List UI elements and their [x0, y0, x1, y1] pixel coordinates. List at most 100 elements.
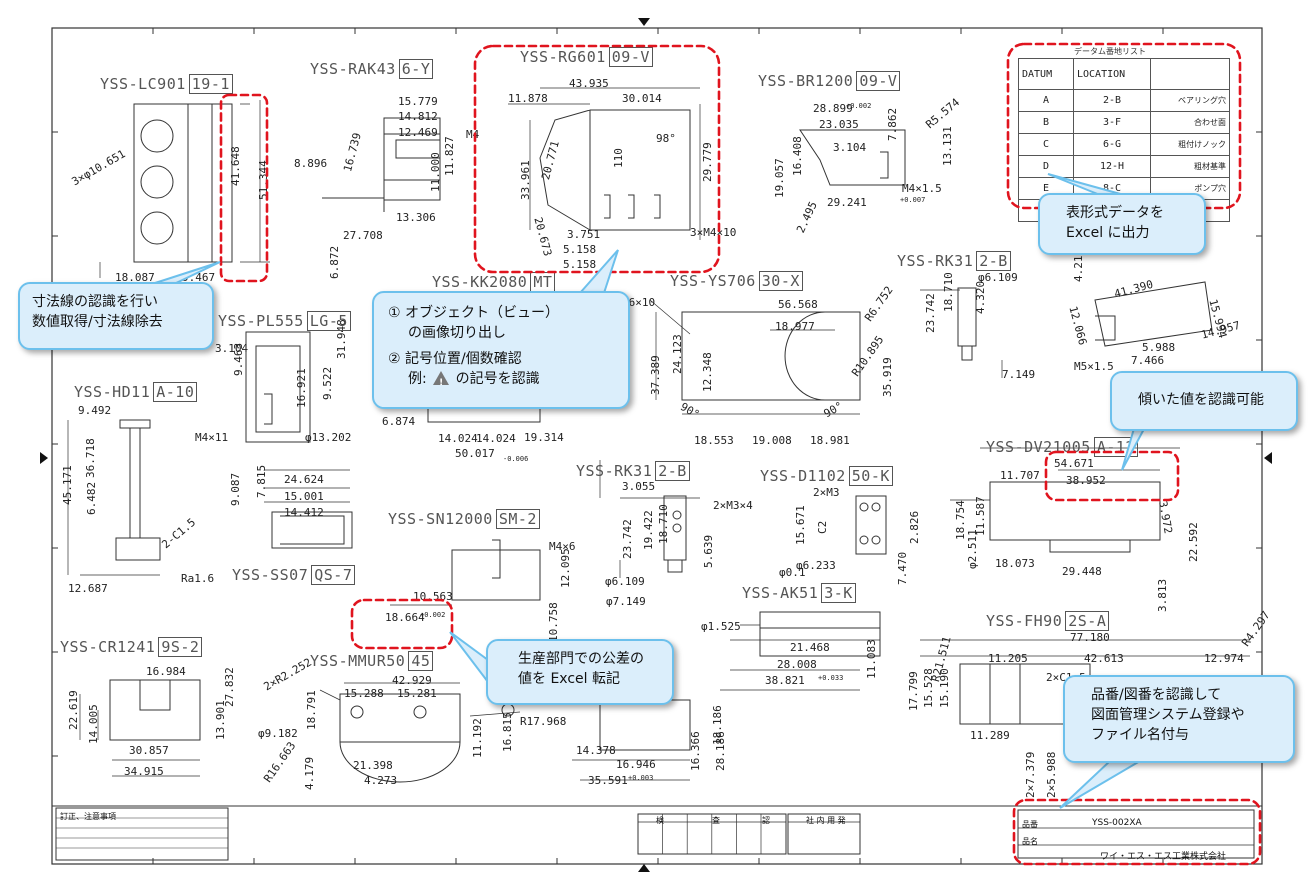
dimension-value: 3.104 — [833, 141, 867, 154]
callout-line: 例: の記号を認識 — [388, 369, 614, 393]
tolerance-value: +0.003 — [628, 774, 654, 782]
title-block-part-no: YSS-002XA — [1092, 818, 1142, 828]
hole — [413, 705, 427, 719]
dimension-value: 3.751 — [567, 228, 601, 241]
dimension-value: 35.919 — [881, 357, 894, 397]
part-outline — [1094, 281, 1213, 347]
dimension-value: 4.179 — [303, 756, 316, 790]
part-code: A-12 — [1093, 437, 1138, 457]
part-code: 19-1 — [188, 74, 233, 94]
dimension-value: M4 — [466, 128, 480, 141]
datum-cell: C — [1018, 133, 1074, 156]
dimension-value: 12.095 — [559, 548, 572, 588]
part-outline — [539, 109, 691, 231]
title-block-approval-1: 検 — [656, 816, 664, 825]
dimension-value: 3×M4×10 — [690, 226, 737, 239]
dimension-line — [79, 694, 200, 777]
part-outline — [115, 419, 161, 561]
dimension-value: 27.708 — [343, 229, 383, 242]
callout-line: 生産部門での公差の — [518, 651, 644, 667]
dimension-value: 6.482 — [85, 481, 98, 515]
part-code: LG-5 — [306, 311, 351, 331]
part-code: 6-Y — [398, 59, 434, 79]
dimension-value: 13.306 — [396, 211, 436, 224]
hole — [871, 502, 881, 512]
datum-cell: 粗材基準 — [1150, 155, 1230, 178]
dimension-value: 7.470 — [896, 551, 909, 585]
datum-cell: B — [1018, 111, 1074, 134]
bottom-marker-icon — [638, 864, 650, 872]
dimension-value: 11.827 — [443, 136, 456, 176]
callout-object-extraction: ① オブジェクト（ビュー） の画像切り出し ② 記号位置/個数確認 例: の記号… — [372, 291, 630, 409]
dimension-value: 2.826 — [908, 510, 921, 544]
left-marker-icon — [40, 452, 48, 464]
dimension-value: 41.648 — [229, 146, 242, 186]
title-block-inner-label: 社 内 用 発 — [806, 816, 846, 825]
dimension-value: 18.710 — [657, 504, 670, 544]
dimension-value: 18.553 — [694, 434, 734, 447]
callout-line: ① オブジェクト（ビュー） — [388, 305, 560, 321]
dimension-value: 10.563 — [413, 590, 453, 603]
dimension-value: 16.408 — [791, 136, 804, 176]
callout-dimension-recognition: 寸法線の認識を行い 数値取得/寸法線除去 — [18, 282, 214, 350]
part-outline — [855, 495, 887, 555]
dimension-line — [599, 460, 700, 578]
title-block-part-name-label: 品名 — [1022, 837, 1038, 846]
tolerance-value: +0.033 — [818, 674, 844, 682]
part-name: YSS-AK51 — [742, 584, 819, 602]
hole — [350, 705, 364, 719]
dimension-value: 21.468 — [790, 641, 830, 654]
callout-line-suffix: の記号を認識 — [455, 371, 540, 387]
dimension-value: 19.422 — [642, 510, 655, 550]
callout-part-number: 品番/図番を認識して 図面管理システム登録や ファイル名付与 — [1063, 675, 1295, 763]
datum-cell: 3-F — [1073, 111, 1151, 134]
callout-line: 数値取得/寸法線除去 — [32, 314, 163, 330]
part-code: 2-B — [655, 461, 690, 481]
dimension-value: 11.205 — [988, 652, 1028, 665]
dimension-value: 2×M3 — [813, 486, 840, 499]
dimension-value: 15.190 — [938, 668, 951, 708]
dimension-value: 35.591 — [588, 774, 628, 787]
callout-tolerance-excel: 生産部門での公差の 値を Excel 転記 — [486, 639, 674, 705]
dimension-value: 19.057 — [773, 158, 786, 198]
dimension-value: 15.671 — [794, 505, 807, 545]
dimension-value: 29.779 — [701, 142, 714, 182]
dimension-value: M6×10 — [622, 296, 656, 309]
part-name: YSS-YS706 — [670, 272, 756, 290]
dimension-value: 24.624 — [284, 473, 324, 486]
dimension-value: Ra1.6 — [181, 572, 215, 585]
part-code: A-10 — [153, 382, 198, 402]
dimension-value: 2×M3×4 — [713, 499, 753, 512]
dimension-line — [319, 682, 521, 717]
dimension-value: M4×1.5 — [902, 182, 942, 195]
part-outline — [799, 129, 906, 186]
top-marker-icon — [638, 18, 650, 26]
dimension-value: M5×1.5 — [1074, 360, 1114, 373]
title-block-notes-label: 訂正、注意事項 — [60, 812, 116, 821]
dimension-value: M4×6 — [549, 540, 576, 553]
inner-box — [787, 813, 861, 855]
callout-tilted-values: 傾いた値を認識可能 — [1110, 371, 1298, 431]
dimension-value: 13.131 — [941, 126, 954, 166]
dimension-value: 4.320 — [974, 280, 987, 314]
dimension-value: 17.799 — [907, 671, 920, 711]
part-name: YSS-RAK43 — [310, 60, 396, 78]
hole — [140, 211, 174, 245]
callout-line: ファイル名付与 — [1091, 727, 1189, 743]
part-name: YSS-SS07 — [232, 566, 309, 584]
dimension-value: φ2.511 — [966, 529, 979, 569]
notes-box — [55, 807, 229, 861]
part-name: YSS-RG601 — [520, 48, 606, 66]
part-outline — [989, 481, 1161, 553]
dimension-value: 15.001 — [284, 490, 324, 503]
dimension-value: 11.192 — [471, 718, 484, 758]
part-outline — [271, 511, 353, 549]
